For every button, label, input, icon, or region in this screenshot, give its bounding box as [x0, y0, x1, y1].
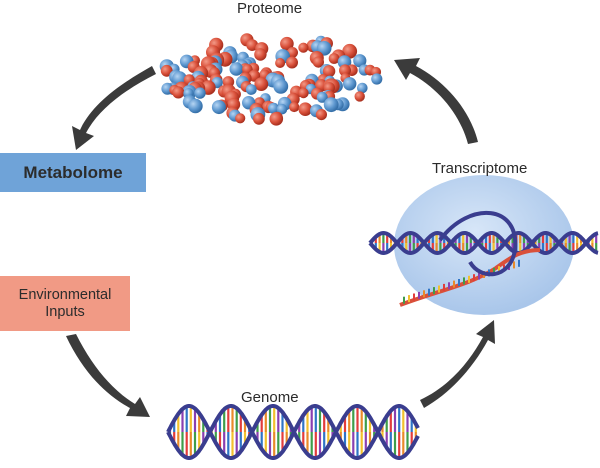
curved-arrow-icon — [66, 334, 150, 417]
genome-label: Genome — [241, 389, 299, 406]
rna-helix-icon — [368, 210, 599, 307]
protein-sphere — [245, 84, 257, 95]
proteome-label: Proteome — [237, 0, 303, 17]
protein-sphere — [211, 100, 226, 115]
protein-sphere — [342, 43, 358, 59]
protein-sphere — [298, 42, 309, 53]
curved-arrow-icon — [72, 66, 156, 150]
dna-strand — [368, 230, 599, 256]
protein-sphere — [328, 53, 340, 64]
metabolome-label: Metabolome — [23, 162, 123, 182]
transcriptome-ellipse — [394, 175, 574, 315]
protein-sphere — [194, 87, 206, 99]
protein-sphere — [312, 56, 324, 68]
protein-sphere — [354, 91, 365, 102]
protein-sphere — [339, 64, 351, 77]
protein-sphere — [254, 48, 267, 61]
protein-sphere — [235, 113, 246, 124]
protein-sphere — [298, 102, 313, 116]
protein-sphere — [172, 86, 185, 99]
protein-sphere — [315, 109, 327, 121]
protein-sphere — [276, 103, 288, 115]
dna-helix-icon — [166, 404, 420, 460]
protein-sphere — [280, 36, 294, 51]
environmental-label-line1: Environmental — [18, 286, 112, 303]
protein-sphere — [229, 62, 244, 76]
protein-sphere — [357, 82, 368, 94]
environmental-inputs-box: Environmental Inputs — [0, 276, 130, 331]
protein-sphere — [268, 102, 280, 114]
protein-sphere — [322, 65, 336, 78]
protein-sphere — [254, 77, 269, 91]
protein-sphere — [323, 97, 339, 113]
dna-strand — [166, 404, 420, 460]
protein-sphere — [298, 87, 309, 99]
curved-arrow-icon — [420, 320, 495, 408]
protein-sphere — [343, 77, 357, 91]
protein-sphere — [269, 112, 284, 126]
protein-sphere — [316, 91, 328, 103]
protein-sphere — [275, 58, 286, 68]
dna-strand — [438, 210, 518, 277]
protein-sphere — [160, 64, 173, 77]
protein-sphere — [353, 54, 367, 68]
protein-sphere — [289, 101, 300, 113]
protein-sphere — [316, 41, 332, 56]
protein-cluster-icon — [159, 33, 383, 126]
protein-sphere — [371, 73, 383, 85]
protein-sphere — [253, 112, 265, 125]
protein-sphere — [188, 98, 203, 114]
environmental-label-line2: Inputs — [45, 303, 85, 320]
curved-arrow-icon — [394, 58, 478, 144]
protein-sphere — [273, 79, 289, 94]
protein-sphere — [286, 56, 298, 69]
metabolome-box: Metabolome — [0, 153, 146, 192]
transcriptome-label: Transcriptome — [432, 160, 528, 177]
